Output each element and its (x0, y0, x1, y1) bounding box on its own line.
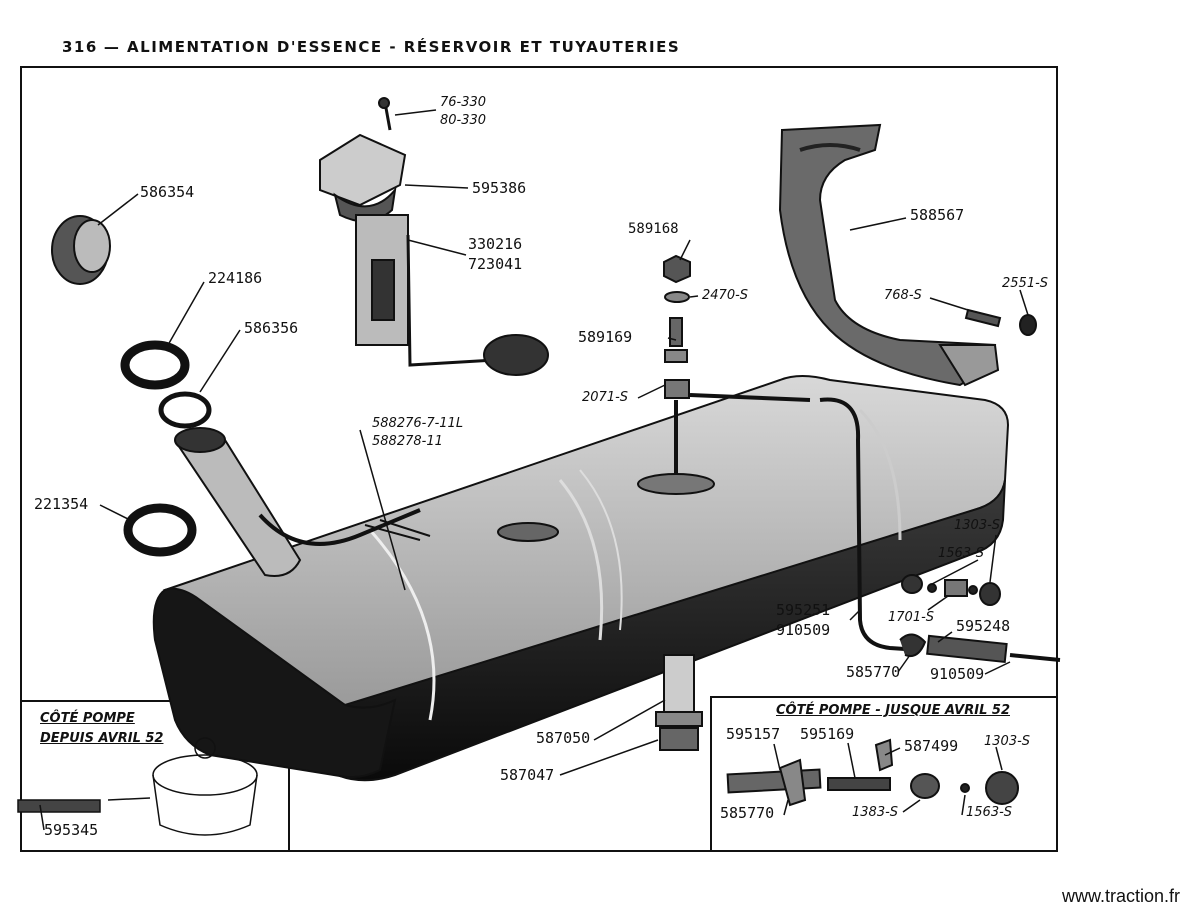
fuel-pipes (689, 393, 1061, 662)
label-586356: 586356 (244, 319, 299, 337)
drain-filter (655, 654, 703, 751)
label-768-s: 768-S (884, 288, 922, 303)
label-1303-s: 1303-S (954, 518, 1001, 533)
inset-right-title: CÔTÉ POMPE - JUSQUE AVRIL 52 (776, 703, 1010, 718)
label-723041: 723041 (468, 255, 523, 273)
bolt-and-nut (964, 308, 1037, 336)
tank-bracket (778, 123, 1000, 387)
fuel-pump-side-view (17, 737, 258, 836)
label-588276: 588276-7-11L (372, 416, 464, 431)
inset-right-parts (726, 738, 1019, 807)
pipe-fitting-assembly (663, 254, 691, 475)
union-fittings (899, 574, 1008, 664)
page-header: 316 — ALIMENTATION D'ESSENCE - RÉSERVOIR … (62, 38, 680, 56)
label-inset-585770: 585770 (720, 804, 775, 822)
label-1701-s: 1701-S (888, 610, 935, 625)
label-2470-s: 2470-S (702, 288, 749, 303)
label-587047: 587047 (500, 766, 555, 784)
page-title: — ALIMENTATION D'ESSENCE - RÉSERVOIR ET … (103, 38, 681, 56)
filler-neck (174, 427, 421, 577)
label-2551-s: 2551-S (1002, 276, 1049, 291)
inset-left-title: CÔTÉ POMPE DEPUIS AVRIL 52 (40, 712, 163, 746)
label-inset-1383-s: 1383-S (852, 805, 899, 820)
diagram-frame (20, 66, 1058, 852)
label-910509-hose: 910509 (930, 665, 985, 683)
label-595386: 595386 (472, 179, 527, 197)
label-595251: 595251 (776, 601, 831, 619)
label-586354: 586354 (140, 183, 195, 201)
label-inset-1563-s: 1563-S (966, 805, 1013, 820)
label-80-330: 80-330 (440, 113, 487, 128)
label-595345: 595345 (44, 821, 99, 839)
filler-cap (51, 215, 111, 285)
label-221354: 221354 (34, 495, 89, 513)
label-589168: 589168 (628, 221, 679, 237)
label-inset-595157: 595157 (726, 725, 781, 743)
label-910509-pipe: 910509 (776, 621, 831, 639)
label-589169: 589169 (578, 328, 633, 346)
label-2071-s: 2071-S (582, 390, 629, 405)
label-587050: 587050 (536, 729, 591, 747)
label-595248: 595248 (956, 617, 1011, 635)
fuel-tank (152, 375, 1010, 782)
inset-left-title-line-1: CÔTÉ POMPE (40, 711, 135, 726)
label-330216: 330216 (468, 235, 523, 253)
screw-icon (378, 97, 392, 131)
label-inset-1303-s: 1303-S (984, 734, 1031, 749)
footer-website: www.traction.fr (1061, 886, 1180, 906)
label-224186: 224186 (208, 269, 263, 287)
fuel-gauge-sender (319, 133, 549, 376)
label-588278: 588278-11 (372, 434, 443, 449)
seal-rings (120, 340, 212, 557)
leader-lines (39, 109, 1029, 831)
label-588567: 588567 (910, 206, 965, 224)
page-number: 316 (62, 38, 98, 56)
label-76-330: 76-330 (440, 95, 487, 110)
label-1563-s: 1563-S (938, 546, 985, 561)
inset-left-title-line-2: DEPUIS AVRIL 52 (40, 731, 164, 746)
label-inset-587499: 587499 (904, 737, 959, 755)
label-585770: 585770 (846, 663, 901, 681)
label-inset-595169: 595169 (800, 725, 855, 743)
